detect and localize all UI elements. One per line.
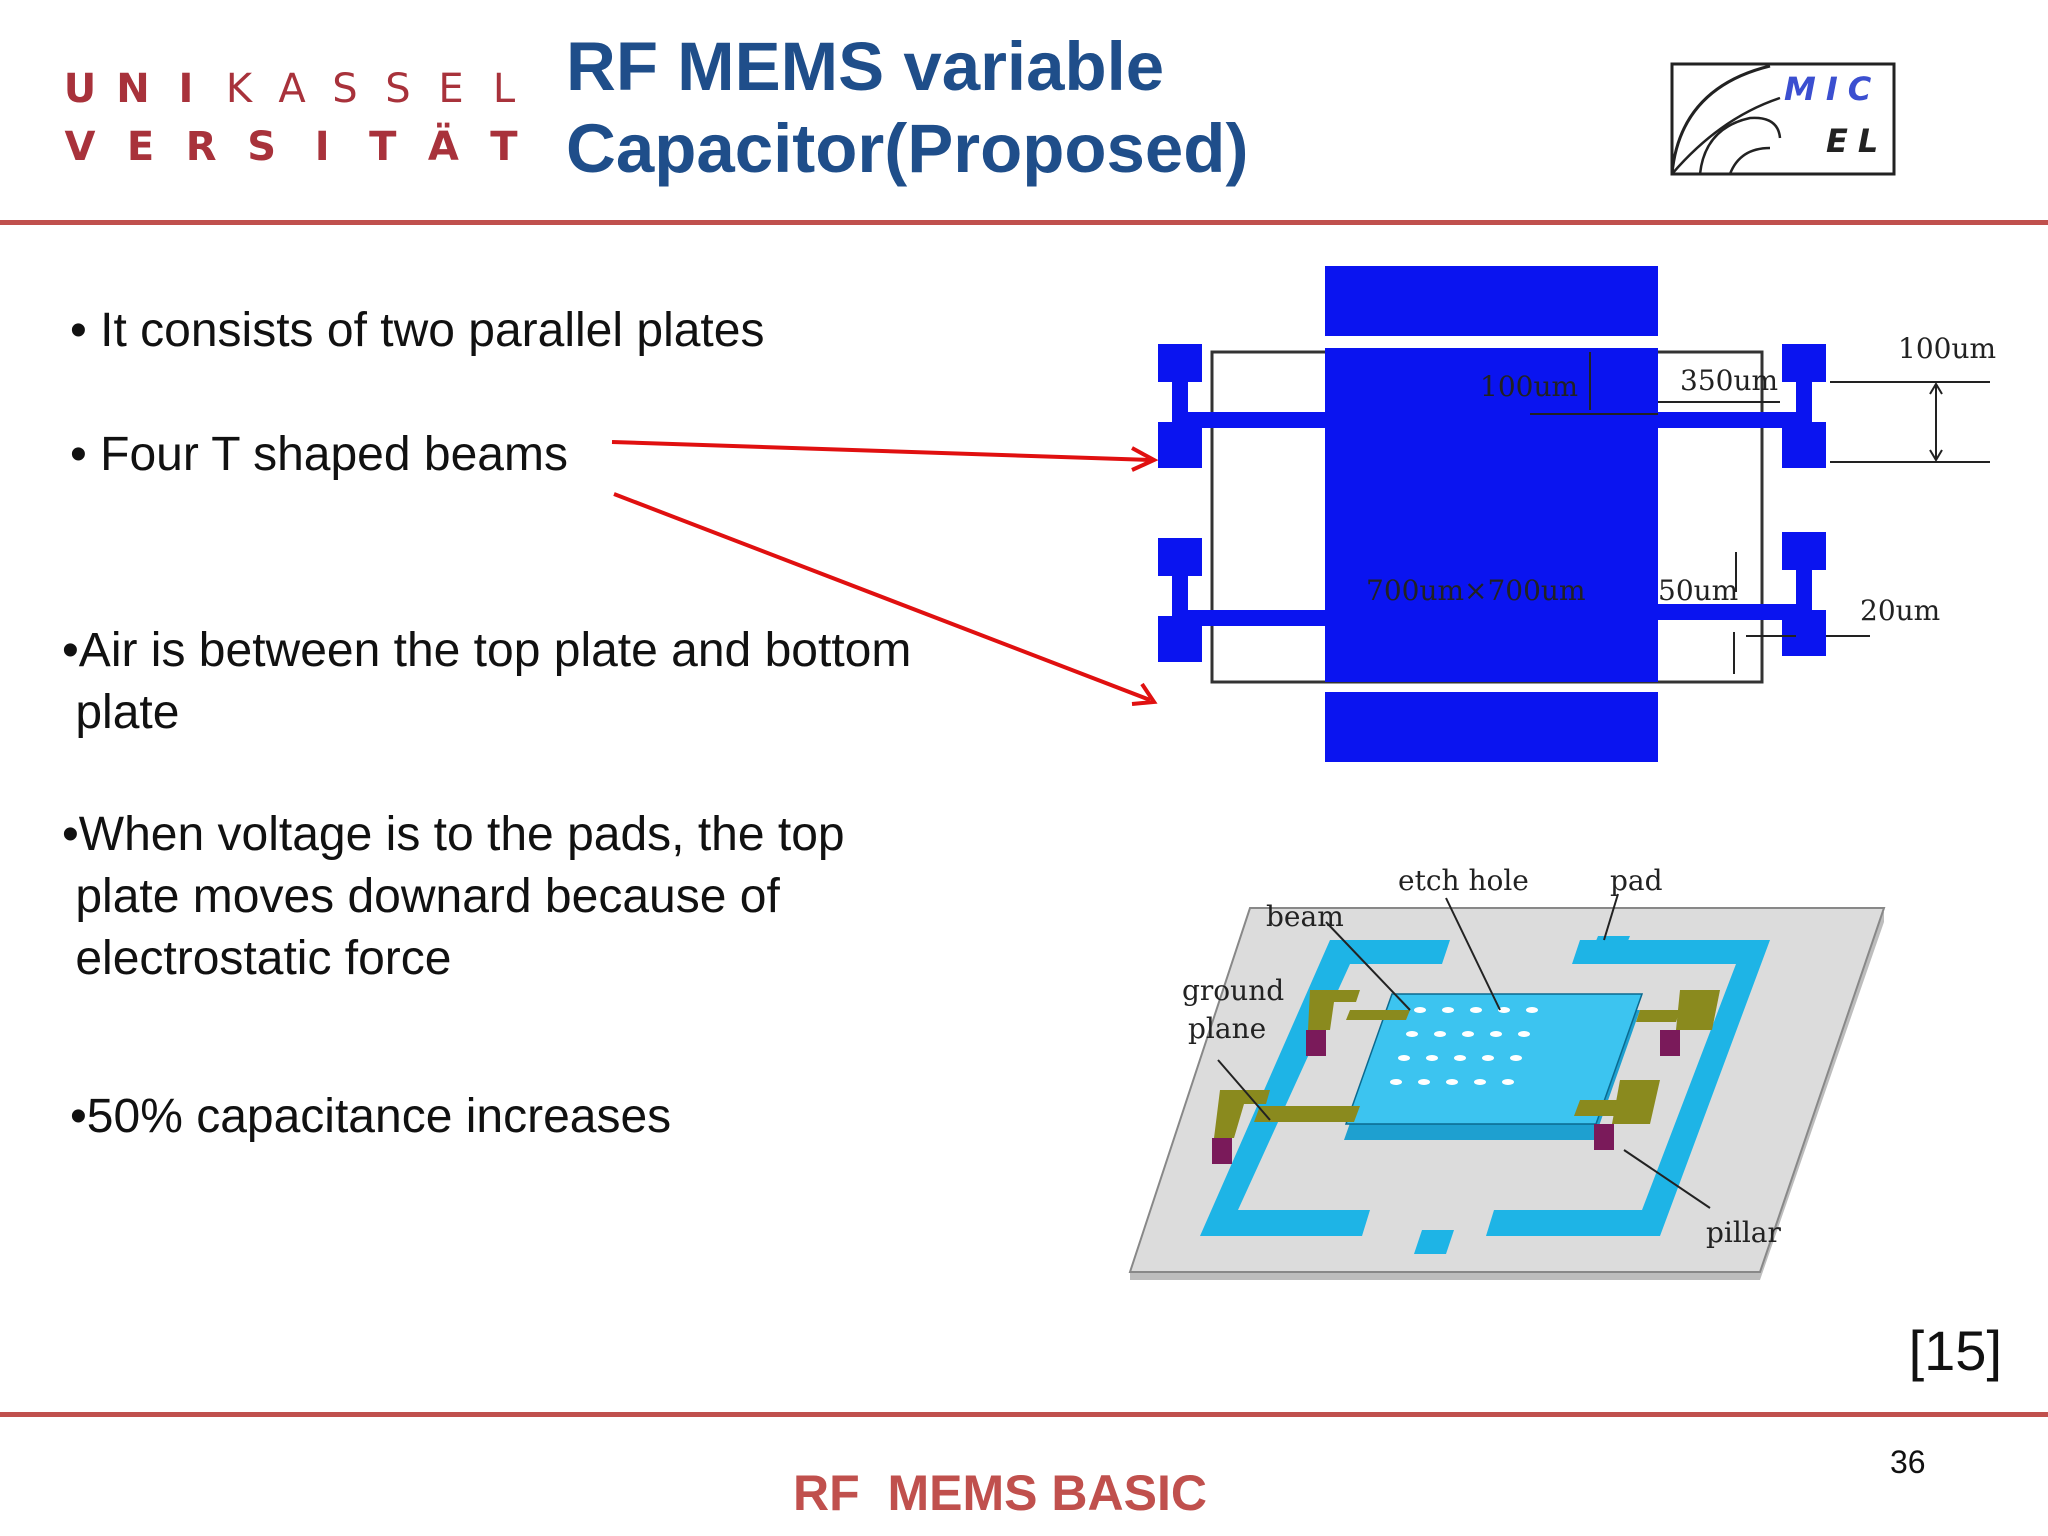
logo-letter: V — [64, 124, 96, 170]
label-ground-plane-1: ground — [1182, 974, 1284, 1007]
bullet-item: •When voltage is to the pads, the top pl… — [62, 808, 845, 985]
plate-size-label: 700um×700um — [1366, 574, 1586, 607]
micel-logo-arc — [1728, 146, 1771, 175]
micel-logo-text-1: MIC — [1784, 70, 1881, 108]
logo-letter: A — [278, 66, 306, 112]
dim-arrow — [1929, 449, 1943, 462]
micel-logo-text-2: EL — [1826, 122, 1888, 160]
beam-arm — [1172, 412, 1325, 428]
logo-letter: S — [385, 66, 411, 112]
micel-logo-arc — [1671, 96, 1781, 175]
dim-label-100um-right: 100um — [1898, 332, 1996, 365]
logo-letter: R — [185, 124, 217, 170]
anchor-pad — [1782, 422, 1826, 468]
dim-label-350um: 350um — [1680, 364, 1778, 397]
anchor-pad — [1782, 344, 1826, 382]
logo-letter: U — [63, 66, 97, 112]
signal-pad-top — [1588, 936, 1630, 960]
dim-label-20um: 20um — [1860, 594, 1940, 627]
top-pad — [1325, 266, 1658, 336]
arrow-head — [1131, 682, 1158, 706]
label-pillar: pillar — [1706, 1216, 1781, 1249]
mems-3d-diagram: beam etch hole pad ground plane pillar — [1128, 864, 1886, 1280]
logo-letter: L — [492, 66, 516, 112]
pillar — [1594, 1124, 1614, 1150]
anchor-pad — [1782, 532, 1826, 570]
top-plate — [1325, 348, 1658, 682]
beam-top-right-arm — [1636, 1010, 1680, 1022]
bullet-item: • It consists of two parallel plates — [70, 304, 765, 357]
university-logo: U N I K A S S E L V E R S I T Ä T — [62, 60, 522, 176]
label-beam: beam — [1266, 900, 1344, 933]
slide-title: RF MEMS variable Capacitor(Proposed) — [566, 26, 1248, 190]
logo-letter: K — [225, 66, 253, 112]
pillar — [1306, 1030, 1326, 1056]
logo-letter: Ä — [427, 124, 459, 170]
footer-divider — [0, 1412, 2048, 1417]
micel-logo-frame — [1670, 62, 1896, 176]
arrow-to-top-beam — [611, 440, 1151, 462]
logo-letter: N — [116, 66, 150, 112]
logo-row-1: U N I K A S S E L — [62, 60, 522, 118]
logo-letter: E — [126, 124, 155, 170]
header-divider — [0, 220, 2048, 225]
beam-bottom-left-arm — [1254, 1106, 1360, 1122]
beam-arm — [1658, 604, 1812, 620]
signal-pad-bottom — [1414, 1230, 1454, 1254]
anchor-pad — [1158, 422, 1202, 468]
micel-logo-arc — [1670, 64, 1771, 175]
slide-title-line-1: RF MEMS variable — [566, 28, 1165, 105]
logo-row-2: V E R S I T Ä T — [62, 118, 522, 176]
leader-line — [1445, 897, 1501, 1011]
etch-holes — [1390, 1007, 1538, 1085]
slide-title-line-2: Capacitor(Proposed) — [566, 110, 1249, 187]
logo-letter: E — [438, 66, 464, 112]
logo-letter: I — [314, 124, 330, 170]
footer-title: RF MEMS BASIC — [793, 1465, 1207, 1521]
pillar — [1660, 1030, 1680, 1056]
page-number: 36 — [1890, 1444, 1926, 1480]
label-etch-hole: etch hole — [1398, 864, 1529, 897]
beam-arm — [1172, 610, 1325, 626]
logo-letter: S — [332, 66, 358, 112]
label-ground-plane-2: plane — [1188, 1012, 1266, 1045]
dim-label-50um: 50um — [1658, 574, 1738, 607]
micel-logo: MIC EL — [1670, 62, 1896, 176]
plate-layout-diagram: 100um 350um 100um 700um×700um 50um 20um — [1158, 266, 1996, 762]
arrow-head — [1131, 446, 1159, 472]
logo-letter: T — [369, 124, 397, 170]
dim-label-100um: 100um — [1480, 370, 1578, 403]
logo-letter: I — [178, 66, 194, 112]
bullet-item: •50% capacitance increases — [70, 1090, 672, 1143]
micel-logo-arc — [1698, 116, 1782, 175]
beam-top-left — [1308, 990, 1360, 1030]
arrow-to-bottom-beam — [613, 492, 1151, 702]
anchor-pad — [1158, 344, 1202, 382]
pillar — [1212, 1138, 1232, 1164]
ground-ring-right — [1486, 940, 1770, 1236]
logo-letter: S — [247, 124, 277, 170]
beam-bottom-right — [1612, 1080, 1660, 1124]
beam-arm — [1658, 412, 1812, 428]
bullet-item: • Four T shaped beams — [70, 428, 568, 481]
leader-line — [1623, 1149, 1711, 1209]
beam-top-right — [1676, 990, 1720, 1030]
anchor-pad — [1158, 538, 1202, 576]
dim-arrow — [1929, 382, 1943, 395]
beam-bottom-left — [1214, 1090, 1270, 1138]
label-pad: pad — [1610, 864, 1663, 897]
bottom-pad — [1325, 692, 1658, 762]
logo-letter: T — [490, 124, 518, 170]
reference-citation: [15] — [1908, 1319, 2002, 1382]
leader-line — [1603, 893, 1619, 941]
leader-line — [1325, 921, 1411, 1011]
beam-top-left-arm — [1346, 1010, 1410, 1020]
bullet-item: •Air is between the top plate and bottom… — [62, 624, 912, 739]
leader-line — [1217, 1059, 1271, 1121]
